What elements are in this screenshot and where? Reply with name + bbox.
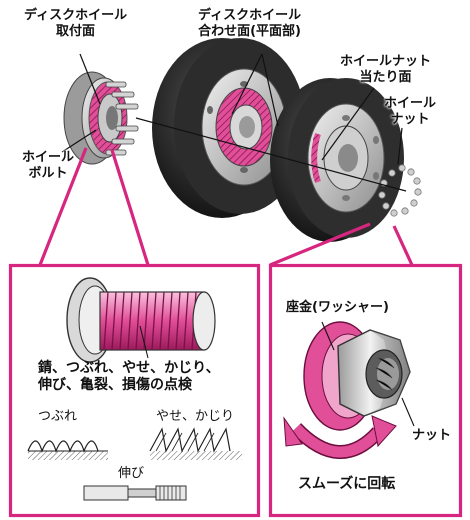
- bolt-inspection-panel: [8, 263, 261, 518]
- label-inspection-line1: 錆、つぶれ、やせ、かじり、: [38, 360, 220, 376]
- callout-connectors: [38, 147, 414, 267]
- thread-crushed-diagram: [27, 440, 108, 460]
- label-mating-face: ディスクホイール 合わせ面(平面部): [198, 8, 301, 40]
- label-nut-seat-line2: 当たり面: [359, 70, 412, 85]
- label-nut-seat: ホイールナット 当たり面: [340, 54, 431, 86]
- label-worn-galled: やせ、かじり: [156, 409, 235, 424]
- label-mount-face-line2: 取付面: [56, 24, 96, 39]
- rotation-arrow: [283, 415, 397, 459]
- label-stretched: 伸び: [118, 466, 145, 481]
- label-mating-face-line2: 合わせ面(平面部): [198, 24, 301, 39]
- thread-worn-galled-diagram: [149, 427, 242, 460]
- label-wheel-bolt: ホイール ボルト: [22, 150, 74, 182]
- bolt-closeup: [66, 277, 216, 363]
- label-inspection: 錆、つぶれ、やせ、かじり、 伸び、亀裂、損傷の点検: [38, 360, 220, 394]
- label-washer: 座金(ワッシャー): [286, 300, 389, 315]
- label-wheel-nut-line1: ホイール: [384, 96, 437, 111]
- label-inspection-line2: 伸び、亀裂、損傷の点検: [38, 377, 192, 393]
- stretched-bolt-diagram: [83, 485, 187, 501]
- label-crushed: つぶれ: [38, 409, 78, 424]
- label-wheel-bolt-line1: ホイール: [22, 150, 75, 165]
- nut-washer-closeup: [303, 321, 415, 431]
- label-mount-face-line1: ディスクホイール: [24, 8, 128, 23]
- label-mount-face: ディスクホイール 取付面: [24, 8, 127, 40]
- outer-tire: [270, 78, 404, 242]
- label-wheel-nut: ホイール ナット: [384, 96, 436, 128]
- label-smooth-rotation: スムーズに回転: [298, 476, 396, 492]
- nut-inspection-panel: [268, 263, 463, 518]
- label-wheel-nut-line2: ナット: [390, 112, 430, 127]
- label-nut: ナット: [412, 428, 452, 443]
- label-wheel-bolt-line2: ボルト: [28, 166, 68, 181]
- leader-lines: [61, 53, 407, 192]
- label-nut-seat-line1: ホイールナット: [340, 54, 432, 69]
- label-mating-face-line1: ディスクホイール: [198, 8, 302, 23]
- wheel-hub: [63, 71, 139, 165]
- wheel-nuts: [378, 164, 422, 217]
